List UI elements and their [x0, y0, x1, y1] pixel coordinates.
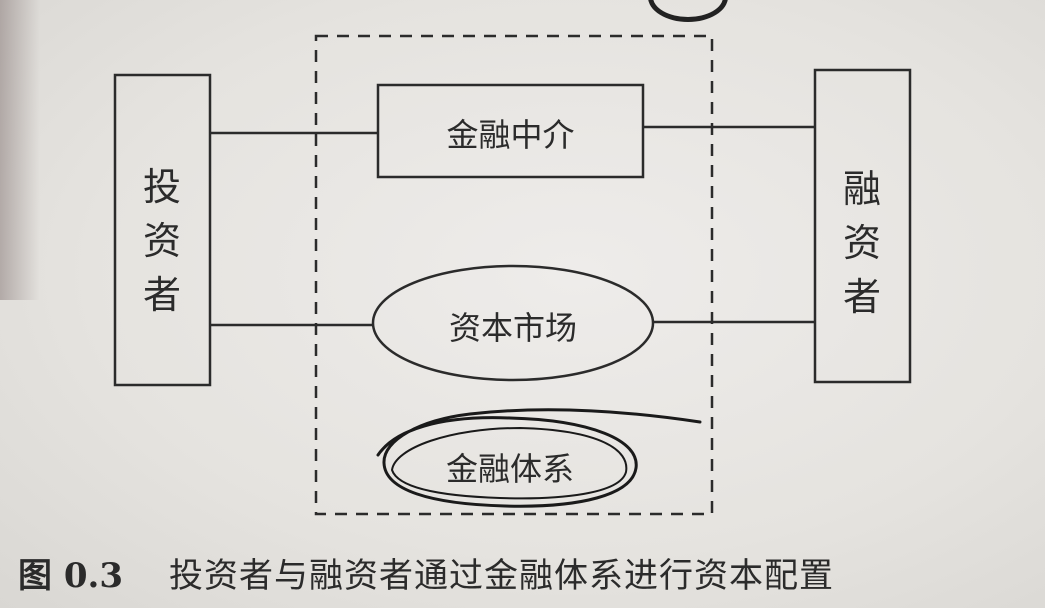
handwritten-circle-mark: [376, 408, 702, 508]
handwritten-circle-inner: [391, 426, 628, 500]
figure-caption-text: 投资者与融资者通过金融体系进行资本配置: [169, 556, 834, 596]
financier-char-1: 融: [842, 167, 881, 211]
financial-system-label: 金融体系: [445, 450, 574, 488]
figure-caption: 图 0.3 投资者与融资者通过金融体系进行资本配置: [18, 548, 1028, 597]
investor-char-3: 者: [142, 273, 181, 317]
intermediary-box: [376, 83, 645, 179]
financier-char-2: 资: [842, 221, 881, 265]
financier-char-3: 者: [842, 275, 881, 319]
capital-market-label: 资本市场: [448, 309, 577, 347]
financier-box: [813, 68, 912, 384]
financier-label: 融 资 者: [838, 162, 886, 324]
investor-label: 投 资 者: [138, 160, 186, 322]
page-edge-shadow: [0, 0, 40, 300]
financial-system-boundary: [314, 34, 714, 516]
investor-char-2: 资: [142, 219, 181, 263]
investor-box: [113, 73, 212, 387]
figure-number: 图 0.3: [18, 556, 123, 596]
intermediary-label: 金融中介: [446, 116, 575, 154]
investor-char-1: 投: [142, 165, 181, 209]
